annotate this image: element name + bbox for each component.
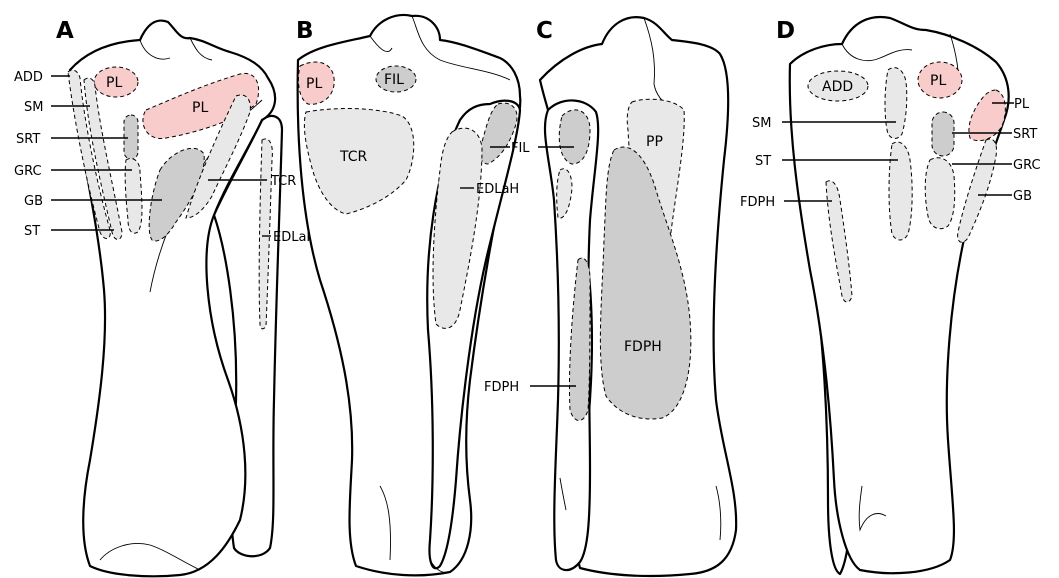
panel-a-label-gb: GB bbox=[24, 194, 43, 209]
panel-d-label-gb: GB bbox=[1013, 189, 1032, 204]
panel-d-scar-st bbox=[889, 142, 912, 240]
panel-a-scar-srt bbox=[124, 115, 138, 159]
panel-d-label-pl: PL bbox=[1014, 97, 1030, 112]
panel-b-label-fil: FIL bbox=[511, 141, 530, 156]
panel-b: B PL FIL TCR FIL EDLaH bbox=[296, 15, 530, 575]
panel-a-label-srt: SRT bbox=[16, 132, 40, 147]
panel-d: D ADD PL PL SM SRT ST GRC FDPH bbox=[740, 17, 1041, 574]
panel-a-label-sm: SM bbox=[24, 100, 43, 115]
panel-d-label-srt: SRT bbox=[1013, 127, 1037, 142]
panel-b-inner-label-pl: PL bbox=[306, 76, 322, 92]
panel-b-inner-label-tcr: TCR bbox=[339, 149, 368, 165]
panel-d-scar-grc bbox=[925, 158, 955, 229]
panel-a-label-add: ADD bbox=[14, 70, 43, 85]
panel-c-inner-label-pp: PP bbox=[646, 134, 663, 150]
panel-letter-c: C bbox=[536, 18, 553, 44]
panel-a: A PL PL ADD SM SRT GRC GB ST bbox=[14, 18, 316, 576]
panel-a-inner-label-pl-large: PL bbox=[192, 100, 208, 116]
panel-c-label-fdph: FDPH bbox=[484, 380, 519, 395]
panel-a-inner-label-pl-small: PL bbox=[106, 75, 122, 91]
panel-d-label-grc: GRC bbox=[1013, 158, 1041, 173]
panel-b-inner-label-fil: FIL bbox=[384, 72, 404, 88]
panel-letter-a: A bbox=[56, 18, 74, 44]
panel-d-inner-label-add: ADD bbox=[822, 79, 853, 95]
panel-d-inner-label-pl: PL bbox=[930, 73, 946, 89]
panel-d-label-fdph: FDPH bbox=[740, 195, 775, 210]
panel-d-scar-sm bbox=[885, 68, 907, 139]
panel-d-label-st: ST bbox=[755, 154, 771, 169]
panel-c: C PP FDPH FDPH bbox=[484, 17, 736, 576]
panel-a-label-tcr: TCR bbox=[270, 174, 296, 189]
panel-d-scar-srt bbox=[932, 112, 954, 156]
panel-b-label-edlah: EDLaH bbox=[476, 182, 519, 197]
panel-d-label-sm: SM bbox=[752, 116, 771, 131]
panel-c-inner-label-fdph: FDPH bbox=[624, 339, 662, 355]
panel-a-label-grc: GRC bbox=[14, 164, 42, 179]
panel-letter-b: B bbox=[296, 18, 314, 44]
panel-b-bone-outline bbox=[298, 15, 521, 575]
panel-letter-d: D bbox=[776, 18, 795, 44]
panel-a-label-st: ST bbox=[24, 224, 40, 239]
